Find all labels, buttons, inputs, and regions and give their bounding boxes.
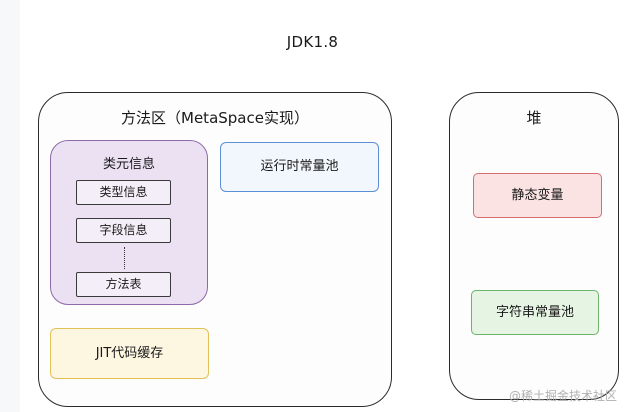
static-variables-box: 静态变量 [473, 173, 602, 218]
jit-code-cache-box: JIT代码缓存 [50, 328, 209, 379]
field-info-item: 字段信息 [76, 218, 171, 243]
string-constant-pool-box: 字符串常量池 [471, 290, 599, 335]
left-edge-strip [0, 0, 20, 412]
ellipsis-dots [124, 247, 125, 269]
runtime-constant-pool-box: 运行时常量池 [220, 142, 379, 192]
heap-container [449, 92, 619, 400]
diagram-title: JDK1.8 [286, 33, 339, 51]
watermark: @稀土掘金技术社区 [508, 389, 617, 403]
type-info-item: 类型信息 [76, 180, 171, 205]
method-area-label: 方法区（MetaSpace实现） [121, 109, 309, 127]
heap-label: 堆 [526, 109, 542, 127]
class-metadata-label: 类元信息 [102, 157, 155, 172]
method-table-item: 方法表 [76, 272, 171, 297]
